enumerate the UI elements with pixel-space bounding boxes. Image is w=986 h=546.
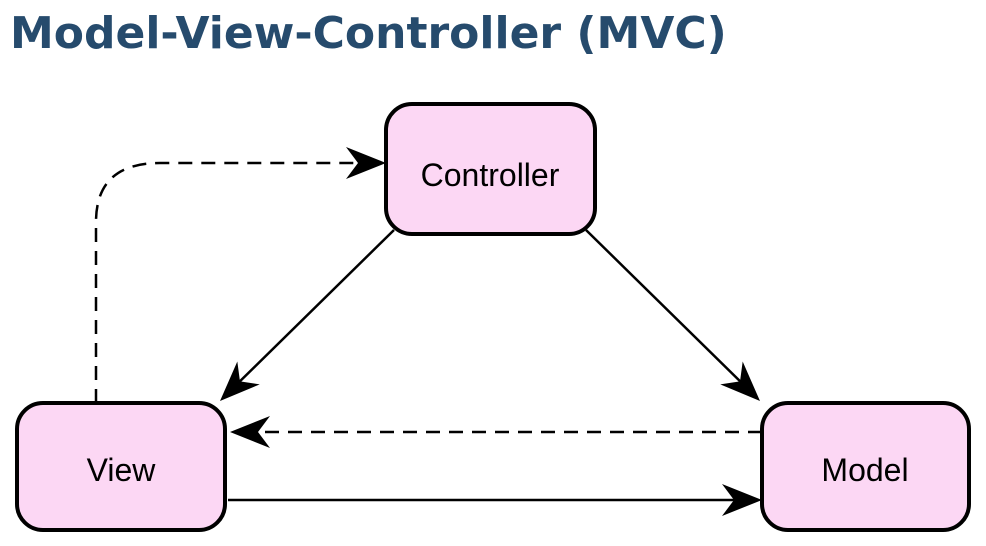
page-title: Model-View-Controller (MVC): [10, 8, 727, 59]
controller-label: Controller: [421, 157, 560, 193]
model-label: Model: [821, 452, 908, 488]
model-box: [760, 401, 971, 532]
edge-controller-to-model: [585, 229, 750, 391]
arrowhead-model-to-view: [230, 416, 270, 448]
arrowhead-controller-to-model: [720, 361, 760, 401]
view-node: View: [15, 401, 227, 532]
edge-view-to-controller: [94, 161, 372, 403]
arrowhead-view-to-model: [722, 484, 762, 516]
edge-controller-to-view: [228, 229, 395, 393]
model-node: Model: [760, 401, 971, 532]
controller-box: [384, 102, 597, 236]
arrowhead-view-to-controller: [346, 147, 386, 179]
arrowhead-controller-to-view: [220, 361, 260, 401]
view-box: [15, 401, 227, 532]
controller-node: Controller: [384, 102, 597, 236]
view-label: View: [87, 452, 157, 488]
